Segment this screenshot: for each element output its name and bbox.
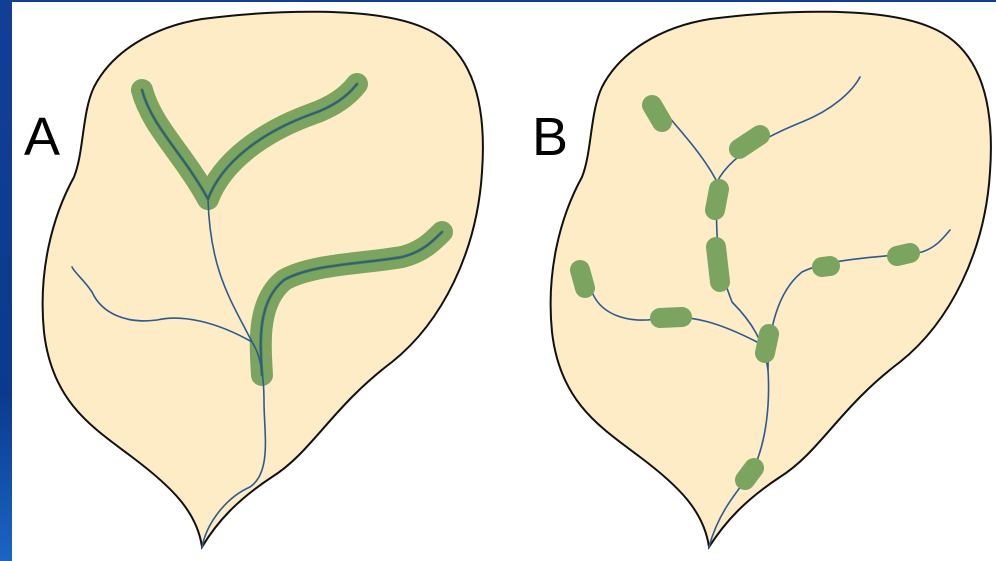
- vegetation-patch: [660, 317, 682, 318]
- vegetation-patch: [580, 270, 585, 288]
- vegetation-patch: [897, 253, 910, 256]
- vegetation-patch: [716, 247, 720, 282]
- vegetation-patch: [745, 468, 754, 480]
- vegetation-patch: [739, 135, 760, 149]
- vegetation-patch: [715, 189, 719, 210]
- vegetation-patch: [822, 266, 830, 267]
- vegetation-patch: [652, 105, 662, 122]
- diagram-panel: A B: [12, 2, 996, 561]
- panel-label-b: B: [532, 110, 568, 164]
- panel-label-a: A: [24, 110, 60, 164]
- watershed-diagram: [12, 2, 996, 561]
- vegetation-patch: [765, 334, 769, 353]
- watershed-b: [551, 12, 991, 547]
- watershed-a: [43, 12, 483, 547]
- watershed-b-boundary: [551, 12, 991, 547]
